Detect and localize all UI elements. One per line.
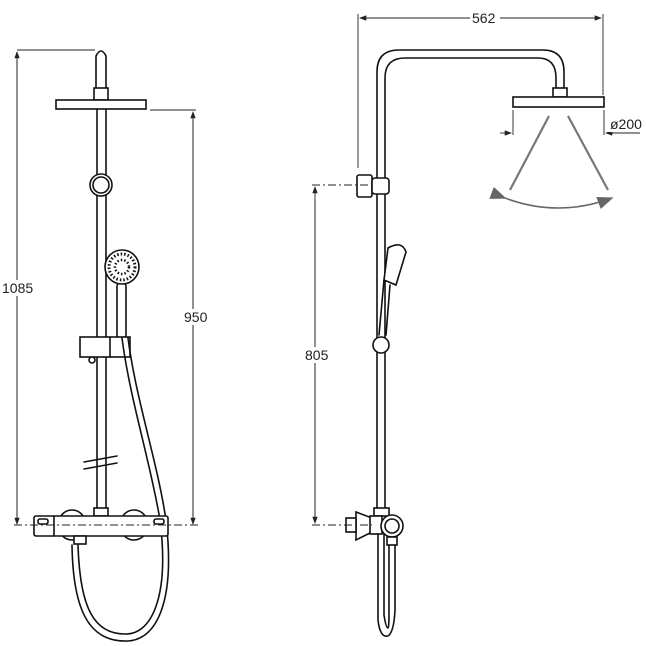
hose-outer [71, 337, 170, 642]
thermostat-left-mark [37, 518, 49, 525]
overhead-shower-head [55, 99, 147, 110]
hose-inner [77, 337, 164, 635]
wall-bracket [356, 174, 373, 198]
slider-ball [372, 336, 390, 354]
thermostat-body [33, 515, 169, 537]
dimension-arm-projection: 562 [470, 10, 498, 26]
dimension-total-height: 1085 [0, 280, 36, 296]
arm-connector [552, 87, 568, 98]
dimension-head-diameter: ø200 [608, 116, 644, 132]
overhead-shower-head-side [512, 96, 605, 108]
swivel-arc-arrow [489, 186, 614, 209]
dimension-head-height: 950 [182, 309, 210, 325]
pole-arm-outer [376, 49, 565, 516]
diverter-knob-inner [384, 518, 400, 534]
pole-top-cap [95, 50, 107, 89]
dimension-bracket-height: 805 [303, 347, 331, 363]
hand-shower-nozzles-inner [113, 258, 131, 276]
side-view [312, 14, 640, 637]
hand-shower-nozzles-outer [107, 252, 137, 282]
hose-outlet [73, 535, 87, 545]
hand-shower-head-side [383, 244, 407, 287]
spray-line-left [509, 115, 550, 191]
pole-base-connector-side [373, 507, 390, 517]
hose-side-inner [383, 533, 390, 629]
thermostat-right-mark [153, 518, 165, 525]
hose-outlet-side [386, 536, 398, 546]
break-mark [83, 455, 118, 463]
pole-base-connector [93, 507, 109, 517]
spray-line-right [567, 115, 609, 191]
break-mark [83, 462, 118, 470]
pole-ring-inner [92, 176, 110, 194]
head-connector [93, 87, 109, 101]
front-view [14, 49, 198, 642]
slider-screw [88, 356, 96, 364]
hand-shower-handle-side [378, 279, 391, 336]
hand-shower-handle [116, 282, 127, 339]
wall-bracket-clamp [371, 177, 390, 195]
hose-side-outer [377, 533, 396, 637]
pole-arm-inner [384, 57, 557, 516]
